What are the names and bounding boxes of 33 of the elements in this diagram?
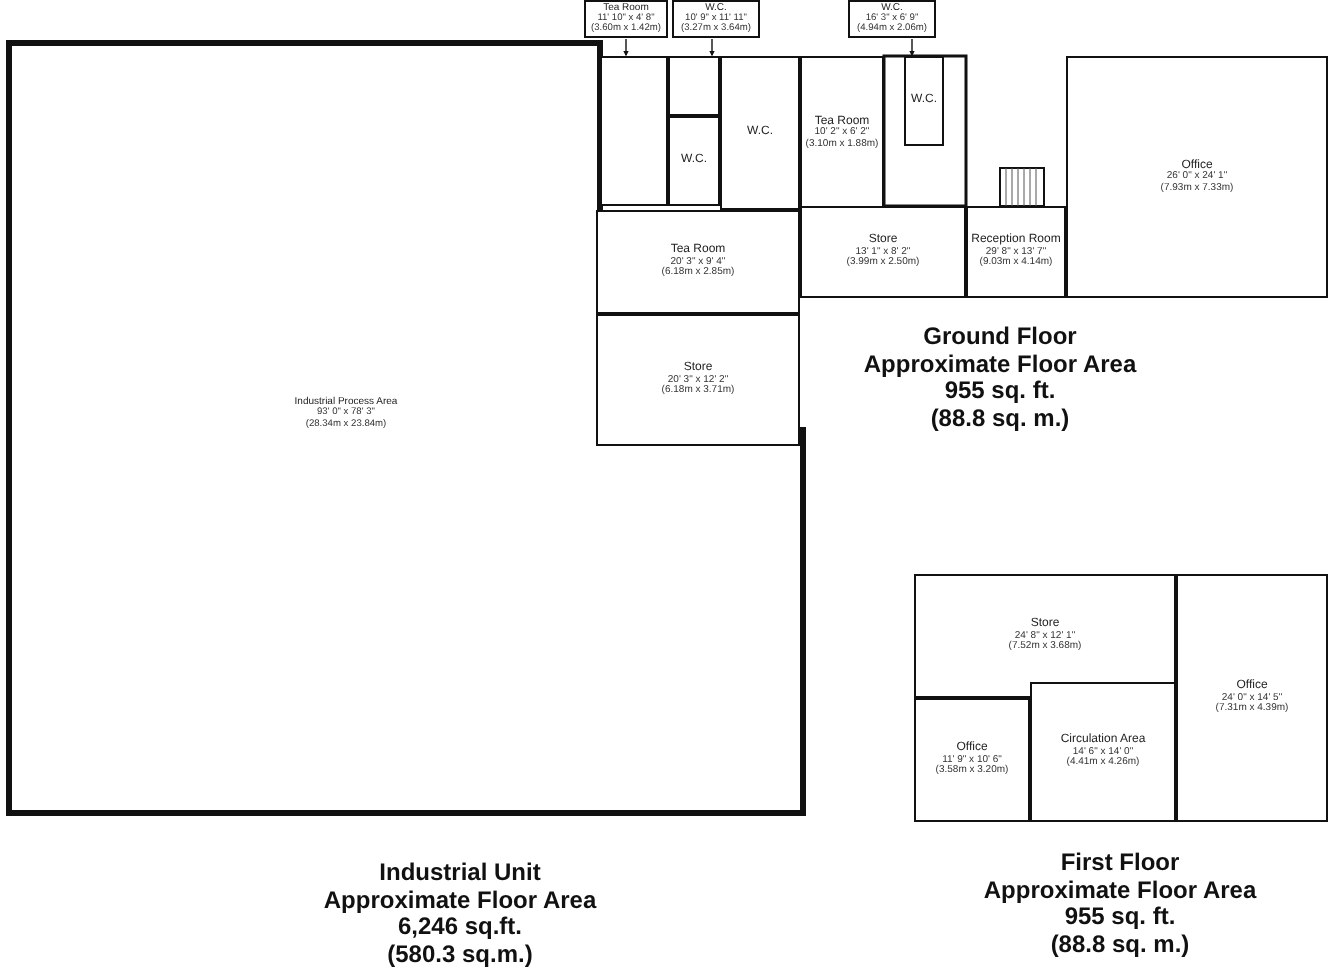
floor-area-text: Industrial Unit xyxy=(377,860,543,887)
room xyxy=(1066,56,1328,298)
floor-area-text: Approximate Floor Area xyxy=(981,877,1259,904)
room xyxy=(904,56,944,146)
floor-area-text: Approximate Floor Area xyxy=(321,887,599,914)
dimension-tag xyxy=(584,0,668,38)
room xyxy=(914,698,1030,822)
room xyxy=(668,116,720,206)
room xyxy=(966,206,1066,298)
floor-area-text: Approximate Floor Area xyxy=(861,351,1139,378)
room xyxy=(720,56,800,210)
floor-area-text: (88.8 sq. m.) xyxy=(1048,931,1192,958)
dimension-tag xyxy=(672,0,760,38)
room xyxy=(1030,682,1176,822)
room xyxy=(596,210,800,314)
floor-area-text: 955 sq. ft. xyxy=(1064,904,1178,931)
room xyxy=(914,574,1176,698)
floor-area-text: 955 sq. ft. xyxy=(944,378,1058,405)
room xyxy=(668,56,720,116)
leader-line xyxy=(909,38,915,57)
floor-area-text: (580.3 sq.m.) xyxy=(385,941,535,968)
room xyxy=(800,56,884,210)
floor-area-text: 6,246 sq.ft. xyxy=(397,914,525,941)
dimension-tag xyxy=(848,0,936,38)
room xyxy=(1176,574,1328,822)
room xyxy=(600,56,668,206)
floor-area-text: (88.8 sq. m.) xyxy=(928,405,1072,432)
room xyxy=(596,314,800,446)
leader-line xyxy=(709,38,715,57)
leader-line xyxy=(623,38,629,57)
floor-area-text: Ground Floor xyxy=(921,324,1079,351)
room xyxy=(800,206,966,298)
floor-area-text: First Floor xyxy=(1058,850,1182,877)
